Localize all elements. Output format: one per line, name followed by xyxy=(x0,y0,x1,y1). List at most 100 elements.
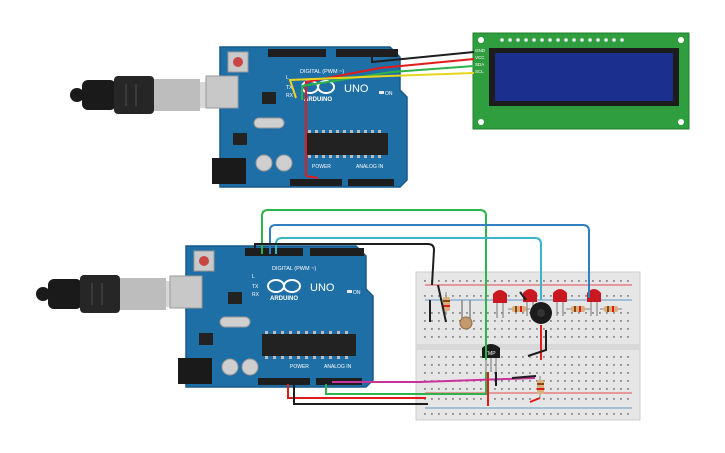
breadboard-hole xyxy=(606,380,608,382)
breadboard-hole xyxy=(501,312,503,314)
breadboard-hole xyxy=(445,336,447,338)
breadboard-hole xyxy=(585,295,587,297)
breadboard-hole xyxy=(473,388,475,390)
breadboard-hole xyxy=(557,413,559,415)
breadboard-hole xyxy=(487,280,489,282)
atmega-chip-bottom xyxy=(262,334,356,356)
breadboard-hole xyxy=(550,280,552,282)
breadboard-hole xyxy=(592,380,594,382)
breadboard-hole xyxy=(522,380,524,382)
breadboard-hole xyxy=(599,398,601,400)
breadboard-hole xyxy=(459,364,461,366)
breadboard-hole xyxy=(501,413,503,415)
breadboard-hole xyxy=(592,372,594,374)
breadboard-hole xyxy=(501,356,503,358)
resistor-1 xyxy=(443,292,450,315)
breadboard-hole xyxy=(508,413,510,415)
breadboard-hole xyxy=(508,364,510,366)
wire-black-rail-2 xyxy=(511,375,537,379)
breadboard-hole xyxy=(606,328,608,330)
lcd-pin-gnd: GND xyxy=(475,48,486,53)
breadboard-hole xyxy=(599,320,601,322)
breadboard-hole xyxy=(445,372,447,374)
breadboard-hole xyxy=(578,280,580,282)
breadboard-hole xyxy=(620,364,622,366)
breadboard-hole xyxy=(452,398,454,400)
breadboard-hole xyxy=(473,364,475,366)
breadboard-hole xyxy=(466,312,468,314)
breadboard-hole xyxy=(592,398,594,400)
breadboard-hole xyxy=(466,336,468,338)
breadboard-hole xyxy=(494,380,496,382)
wire-black-gnd-2 xyxy=(293,384,428,405)
breadboard-hole xyxy=(522,336,524,338)
breadboard-hole xyxy=(606,372,608,374)
breadboard-hole xyxy=(487,364,489,366)
breadboard-hole xyxy=(564,356,566,358)
breadboard-hole xyxy=(424,372,426,374)
analog-header-label-top: ANALOG IN xyxy=(356,164,384,170)
breadboard-hole xyxy=(578,388,580,390)
wire-green-sensor xyxy=(325,372,487,395)
breadboard-hole xyxy=(522,372,524,374)
breadboard-hole xyxy=(438,364,440,366)
breadboard-hole xyxy=(515,312,517,314)
breadboard-hole xyxy=(494,372,496,374)
breadboard-hole xyxy=(543,364,545,366)
breadboard-hole xyxy=(515,295,517,297)
lcd-module: GND VCC SDA SCL xyxy=(472,32,690,130)
power-header-label-bottom: POWER xyxy=(290,364,309,370)
breadboard-hole xyxy=(522,364,524,366)
breadboard-hole xyxy=(543,398,545,400)
breadboard-hole xyxy=(459,398,461,400)
breadboard-hole xyxy=(620,320,622,322)
breadboard-hole xyxy=(424,295,426,297)
breadboard-hole xyxy=(452,280,454,282)
breadboard-hole xyxy=(424,364,426,366)
breadboard-hole xyxy=(557,364,559,366)
breadboard-hole xyxy=(445,388,447,390)
breadboard-hole xyxy=(620,336,622,338)
model-label-top: UNO xyxy=(344,83,369,95)
breadboard-hole xyxy=(501,320,503,322)
breadboard-hole xyxy=(459,356,461,358)
breadboard-hole xyxy=(459,295,461,297)
breadboard-hole xyxy=(613,413,615,415)
breadboard-hole xyxy=(529,364,531,366)
breadboard-hole xyxy=(627,398,629,400)
wire-red-vcc xyxy=(305,58,475,176)
breadboard-hole xyxy=(557,372,559,374)
breadboard-hole xyxy=(571,398,573,400)
tx-label-top: TX xyxy=(286,85,293,91)
wire-red-5v xyxy=(287,384,426,399)
breadboard-hole xyxy=(480,280,482,282)
breadboard-hole xyxy=(431,364,433,366)
breadboard-hole xyxy=(438,336,440,338)
breadboard-hole xyxy=(473,356,475,358)
breadboard-hole xyxy=(452,295,454,297)
breadboard-hole xyxy=(557,398,559,400)
breadboard-hole xyxy=(466,364,468,366)
breadboard-hole xyxy=(508,312,510,314)
breadboard-hole xyxy=(550,380,552,382)
breadboard-hole xyxy=(529,372,531,374)
breadboard-hole xyxy=(585,372,587,374)
breadboard-hole xyxy=(620,380,622,382)
wire-black-buzzer xyxy=(527,330,547,357)
breadboard-hole xyxy=(536,388,538,390)
breadboard-hole xyxy=(431,388,433,390)
breadboard-hole xyxy=(529,388,531,390)
wire-red-rail-2 xyxy=(529,397,541,403)
breadboard-hole xyxy=(592,364,594,366)
breadboard-hole xyxy=(438,413,440,415)
rx-label-bottom: RX xyxy=(252,292,260,298)
breadboard-hole xyxy=(627,280,629,282)
breadboard-hole xyxy=(599,364,601,366)
breadboard-hole xyxy=(557,356,559,358)
breadboard-hole xyxy=(571,295,573,297)
breadboard-hole xyxy=(543,356,545,358)
breadboard-hole xyxy=(585,380,587,382)
breadboard-hole xyxy=(578,398,580,400)
breadboard-hole xyxy=(550,398,552,400)
